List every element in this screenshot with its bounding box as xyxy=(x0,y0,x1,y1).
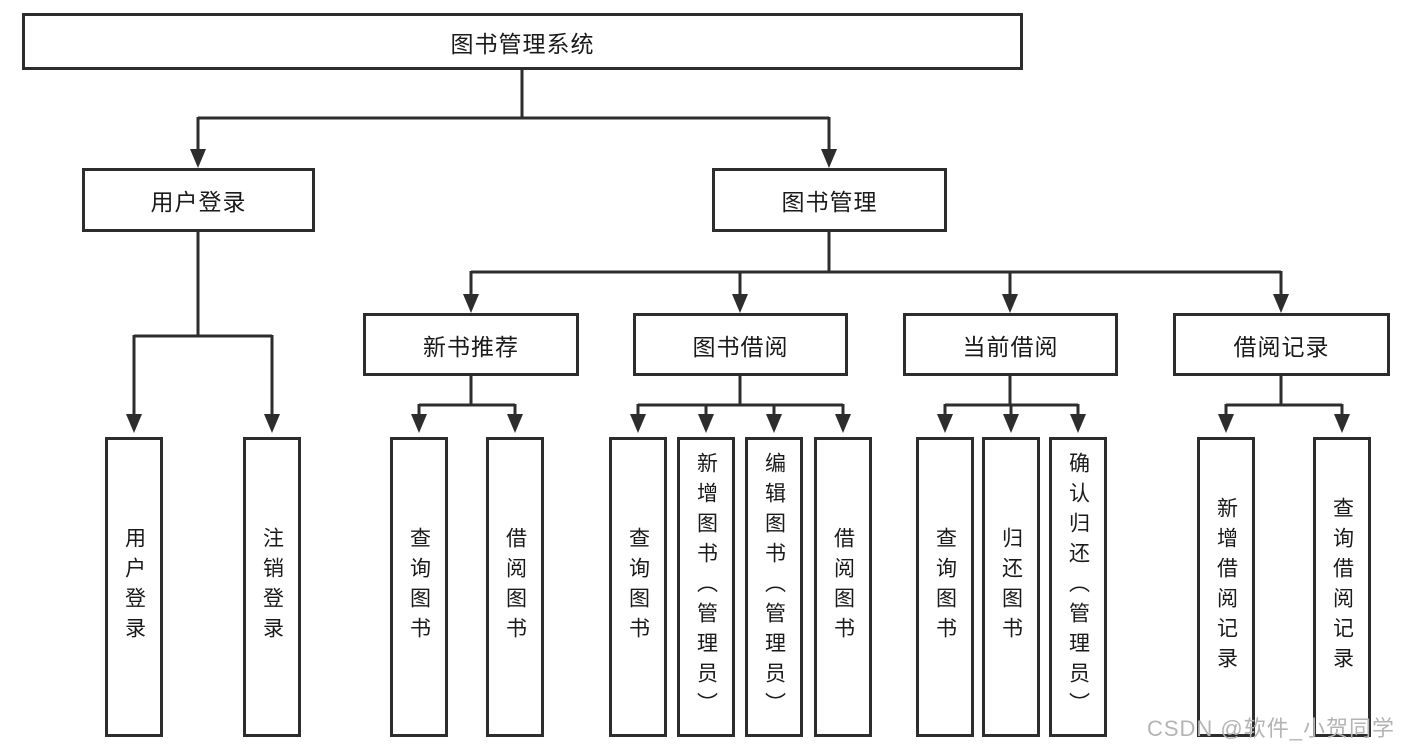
leaf-edit-books-admin-label: 编辑图书（管理员） xyxy=(762,452,786,722)
node-book-borrow: 图书借阅 xyxy=(633,313,848,376)
leaf-query-borrow-record-label: 查询借阅记录 xyxy=(1330,497,1354,677)
connector-path xyxy=(132,69,1344,417)
node-root-label: 图书管理系统 xyxy=(450,30,595,57)
leaf-borrow-books-label: 借阅图书 xyxy=(831,527,855,647)
node-current-borrow-label: 当前借阅 xyxy=(962,333,1059,360)
leaf-edit-books-admin: 编辑图书（管理员） xyxy=(745,437,803,737)
leaf-query-books-recommend-label: 查询图书 xyxy=(407,527,431,647)
leaf-confirm-return-admin-label: 确认归还（管理员） xyxy=(1066,452,1090,722)
leaf-return-books: 归还图书 xyxy=(982,437,1040,737)
node-borrow-records: 借阅记录 xyxy=(1173,313,1390,376)
leaf-user-login: 用户登录 xyxy=(105,437,163,737)
leaf-user-login-label: 用户登录 xyxy=(122,527,146,647)
arrowheads xyxy=(126,149,1350,433)
leaf-query-books-current: 查询图书 xyxy=(916,437,974,737)
node-book-management: 图书管理 xyxy=(712,168,947,232)
node-root: 图书管理系统 xyxy=(22,13,1023,70)
leaf-query-books-recommend: 查询图书 xyxy=(390,437,448,737)
leaf-add-borrow-record-label: 新增借阅记录 xyxy=(1214,497,1238,677)
leaf-query-books-borrow-label: 查询图书 xyxy=(626,527,650,647)
leaf-query-books-current-label: 查询图书 xyxy=(933,527,957,647)
leaf-add-books-admin: 新增图书（管理员） xyxy=(677,437,735,737)
node-book-management-label: 图书管理 xyxy=(781,189,878,215)
node-user-login-label: 用户登录 xyxy=(150,189,247,215)
node-user-login: 用户登录 xyxy=(82,168,315,232)
leaf-logout-label: 注销登录 xyxy=(260,527,284,647)
leaf-query-borrow-record: 查询借阅记录 xyxy=(1313,437,1371,737)
leaf-logout: 注销登录 xyxy=(243,437,301,737)
node-new-book-recommend-label: 新书推荐 xyxy=(423,333,519,360)
node-borrow-records-label: 借阅记录 xyxy=(1233,333,1330,360)
leaf-borrow-books-recommend: 借阅图书 xyxy=(486,437,544,737)
node-new-book-recommend: 新书推荐 xyxy=(363,313,579,376)
leaf-return-books-label: 归还图书 xyxy=(999,527,1023,647)
leaf-add-books-admin-label: 新增图书（管理员） xyxy=(694,452,718,722)
leaf-borrow-books-recommend-label: 借阅图书 xyxy=(503,527,527,647)
leaf-confirm-return-admin: 确认归还（管理员） xyxy=(1049,437,1107,737)
node-book-borrow-label: 图书借阅 xyxy=(692,333,789,360)
leaf-add-borrow-record: 新增借阅记录 xyxy=(1197,437,1255,737)
leaf-borrow-books: 借阅图书 xyxy=(814,437,872,737)
csdn-watermark: CSDN @软件_小贺同学 xyxy=(1146,716,1395,741)
leaf-query-books-borrow: 查询图书 xyxy=(609,437,667,737)
node-current-borrow: 当前借阅 xyxy=(903,313,1118,376)
